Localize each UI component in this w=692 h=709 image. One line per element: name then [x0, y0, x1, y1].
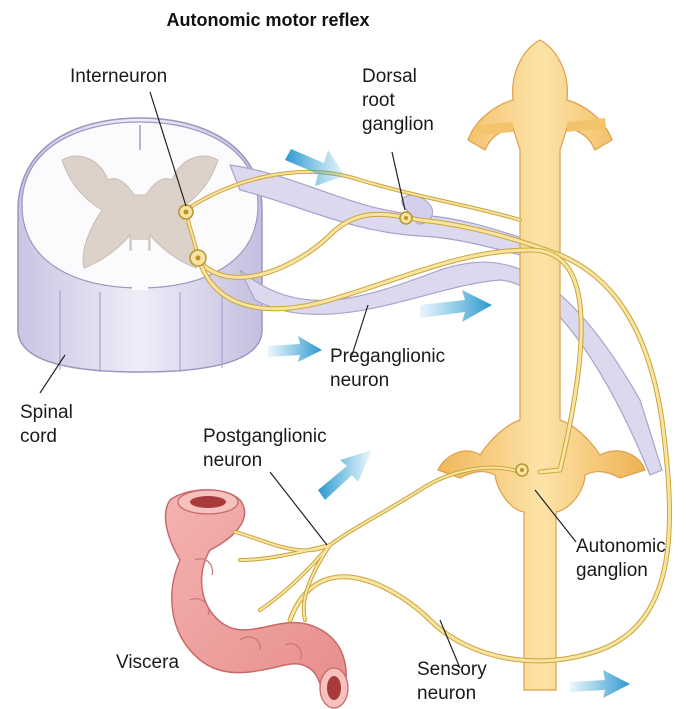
label-autonomic-ganglion-line1: Autonomic: [576, 536, 666, 557]
arrow-down-left: [318, 450, 372, 500]
label-dorsal-root-ganglion: Dorsal root ganglion: [362, 66, 434, 135]
label-dorsal-root-ganglion-line2: root: [362, 90, 395, 111]
label-postganglionic-line1: Postganglionic: [203, 426, 327, 447]
label-viscera: Viscera: [116, 652, 179, 673]
arrow-right-bottom: [570, 670, 630, 698]
label-autonomic-ganglion: Autonomic ganglion: [576, 536, 671, 581]
label-preganglionic-neuron: Preganglionic neuron: [330, 346, 450, 391]
label-spinal-cord-line2: cord: [20, 426, 57, 447]
spinal-cord: [18, 118, 262, 372]
viscera-organ: [165, 490, 348, 708]
arrow-right-upper: [420, 290, 492, 322]
diagram-title: Autonomic motor reflex: [166, 10, 369, 30]
label-postganglionic-neuron: Postganglionic neuron: [203, 426, 332, 471]
label-spinal-cord: Spinal cord: [20, 402, 78, 447]
label-autonomic-ganglion-line2: ganglion: [576, 560, 648, 581]
arrow-right-lower: [268, 336, 322, 362]
label-spinal-cord-line1: Spinal: [20, 402, 73, 423]
label-dorsal-root-ganglion-line3: ganglion: [362, 114, 434, 135]
label-sensory-neuron-line2: neuron: [417, 683, 476, 704]
label-dorsal-root-ganglion-line1: Dorsal: [362, 66, 417, 87]
label-preganglionic-line1: Preganglionic: [330, 346, 445, 367]
label-postganglionic-line2: neuron: [203, 450, 262, 471]
label-sensory-neuron: Sensory neuron: [417, 659, 492, 704]
label-interneuron: Interneuron: [70, 66, 167, 87]
label-preganglionic-line2: neuron: [330, 370, 389, 391]
label-sensory-neuron-line1: Sensory: [417, 659, 487, 680]
